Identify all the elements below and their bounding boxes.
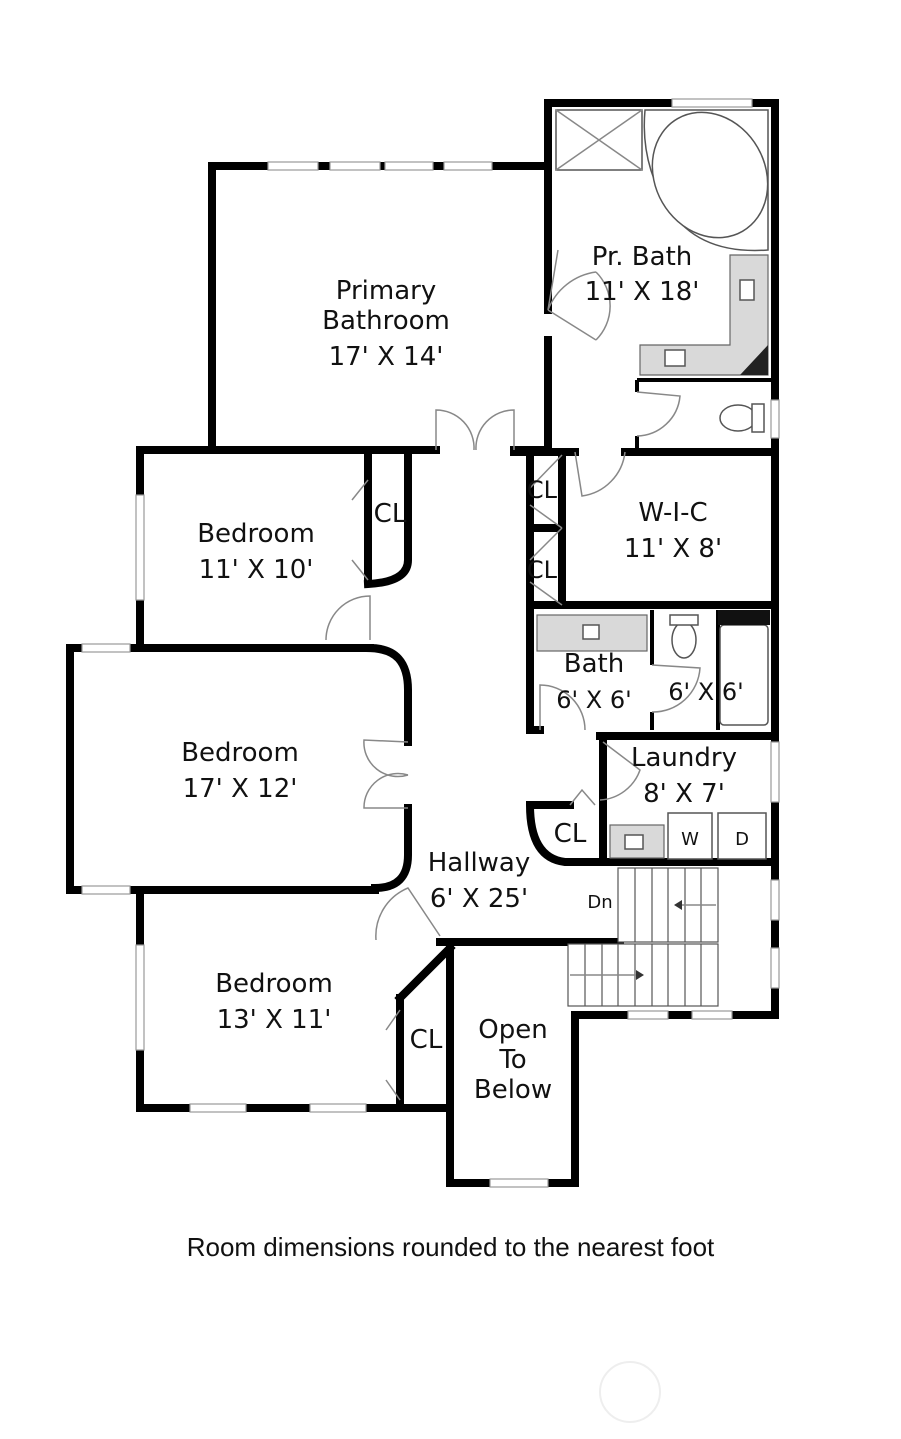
laundry-name: Laundry xyxy=(631,743,737,773)
stairs: Dn xyxy=(567,867,719,1007)
pr-bath-dims: 11' X 18' xyxy=(585,277,700,307)
bedroom-bot-name: Bedroom xyxy=(215,969,333,999)
wic-dims: 11' X 8' xyxy=(624,534,722,564)
bedroom-bot-dims: 13' X 11' xyxy=(217,1005,332,1035)
open-below-1: Open xyxy=(478,1015,547,1045)
closet-labels: CL CL CL CL CL xyxy=(374,476,587,1055)
hallway-dims: 6' X 25' xyxy=(430,884,528,914)
fixtures: W D xyxy=(536,109,770,860)
stairs-down-label: Dn xyxy=(587,892,612,913)
closet-hall-lower: CL xyxy=(527,556,558,584)
closet-laundry: CL xyxy=(554,819,587,849)
closet-hall-upper: CL xyxy=(527,476,558,504)
caption: Room dimensions rounded to the nearest f… xyxy=(186,1232,715,1262)
wic-name: W-I-C xyxy=(638,498,707,528)
closet-bedroom-bot: CL xyxy=(410,1025,443,1055)
open-below-2: To xyxy=(498,1045,526,1075)
room-labels: Primary Bathroom 17' X 14' Pr. Bath 11' … xyxy=(181,242,744,1105)
walls xyxy=(66,99,779,1187)
primary-dims: 17' X 14' xyxy=(329,342,444,372)
bath-tub-dims: 6' X 6' xyxy=(668,678,743,706)
watermark-circle xyxy=(599,1361,661,1423)
bedroom-mid-name: Bedroom xyxy=(181,738,299,768)
hallway-name: Hallway xyxy=(428,848,531,878)
closet-bedroom-top: CL xyxy=(374,499,407,529)
bath-name: Bath xyxy=(564,649,624,679)
bedroom-top-name: Bedroom xyxy=(197,519,315,549)
washer-label: W xyxy=(681,829,699,850)
bedroom-top-dims: 11' X 10' xyxy=(199,555,314,585)
primary-name-2: Bathroom xyxy=(322,306,450,336)
primary-name-1: Primary xyxy=(336,276,436,306)
open-below-3: Below xyxy=(474,1075,552,1105)
dryer-label: D xyxy=(735,829,749,850)
laundry-dims: 8' X 7' xyxy=(643,779,725,809)
bedroom-mid-dims: 17' X 12' xyxy=(183,774,298,804)
pr-bath-name: Pr. Bath xyxy=(592,242,693,272)
windows xyxy=(81,98,780,1188)
bath-dims: 6' X 6' xyxy=(556,686,631,714)
doors xyxy=(325,249,701,1101)
